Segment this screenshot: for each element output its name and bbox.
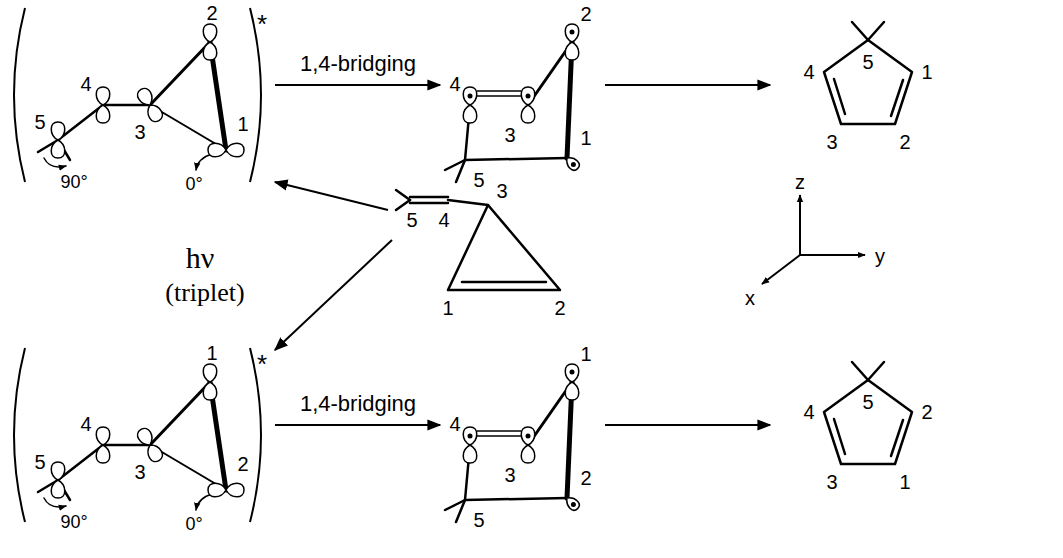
axis-label: x [745,288,755,308]
reaction-condition: hν [186,243,215,273]
atom-number: 1 [442,298,453,318]
axis-system [762,195,865,284]
atom-number: 3 [826,132,837,152]
atom-number: 1 [580,128,591,148]
atom-number: 2 [899,132,910,152]
atom-number: 4 [449,74,460,94]
atom-number: 2 [580,4,591,24]
atom-number: 5 [862,392,873,412]
atom-number: 3 [826,472,837,492]
rotation-angle: 0° [185,175,202,193]
vinylcyclopropene [396,190,560,290]
atom-number: 1 [921,62,932,82]
atom-number: 1 [237,114,248,134]
atom-number: 1 [206,343,217,363]
rotation-angle: 0° [185,515,202,533]
atom-number: 5 [862,52,873,72]
atom-number: 5 [406,210,417,230]
atom-number: 3 [504,465,515,485]
reaction-label: 1,4-bridging [300,393,416,415]
reaction-condition: (triplet) [165,280,244,306]
axis-label: y [875,246,885,266]
atom-number: 4 [449,414,460,434]
atom-number: 2 [206,3,217,23]
atom-number: 5 [34,452,45,472]
atom-number: 2 [237,454,248,474]
atom-number: 2 [921,402,932,422]
atom-number: 4 [803,62,814,82]
atom-number: 1 [580,344,591,364]
excited-state-mark: * [257,11,267,37]
atom-number: 3 [496,181,507,201]
atom-number: 3 [134,122,145,142]
atom-number: 2 [554,298,565,318]
atom-number: 5 [473,170,484,190]
reaction-label: 1,4-bridging [300,53,416,75]
excited-state-mark: * [257,351,267,377]
atom-number: 4 [803,402,814,422]
atom-number: 3 [504,125,515,145]
atom-number: 4 [80,414,91,434]
rotation-angle: 90° [60,513,87,531]
axis-label: z [795,172,805,192]
atom-number: 3 [134,462,145,482]
atom-number: 5 [34,112,45,132]
atom-number: 1 [899,472,910,492]
atom-number: 4 [80,74,91,94]
rotation-angle: 90° [60,173,87,191]
atom-number: 5 [473,510,484,530]
atom-number: 4 [438,210,449,230]
atom-number: 2 [580,468,591,488]
